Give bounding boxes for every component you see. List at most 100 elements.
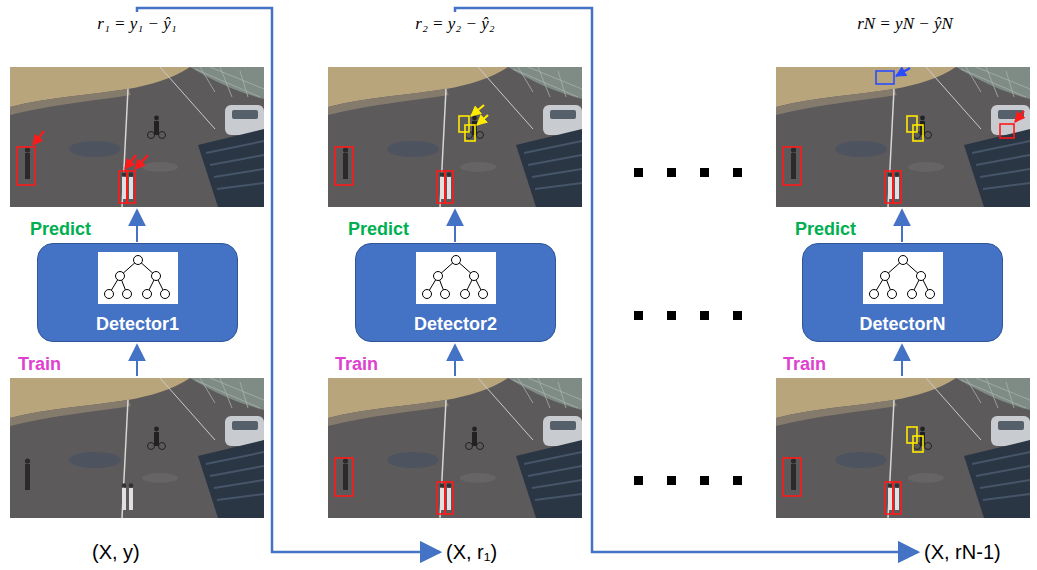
detector-box: DetectorN — [802, 243, 1003, 342]
training-image-part-part — [913, 436, 923, 452]
ellipsis-dots-part — [700, 168, 709, 177]
train-label: Train — [18, 354, 61, 376]
ellipsis-dots-part — [667, 311, 676, 320]
prediction-image-part-part — [335, 147, 353, 185]
residual-formula: r₁ = y₁ − ŷ₁ — [97, 14, 176, 34]
predict-arrow — [901, 210, 903, 242]
tree-node-circle — [142, 290, 151, 299]
tree-node-circle — [151, 272, 160, 281]
prediction-image — [328, 67, 582, 207]
tree-icon-ground — [863, 252, 943, 304]
prediction-image-part-part — [783, 147, 801, 185]
ellipsis-dots-part — [733, 168, 742, 177]
tree-node-circle — [433, 272, 442, 281]
training-pair-label: (X, r₁) — [446, 540, 497, 564]
ellipsis-dots-part — [700, 311, 709, 320]
tree-node-circle — [122, 290, 131, 299]
prediction-image — [10, 67, 264, 207]
training-image-part-part — [437, 482, 445, 514]
tree-node-circle — [880, 272, 889, 281]
prediction-image-part-part — [125, 155, 136, 169]
residual-formula: r₂ = y₂ − ŷ₂ — [415, 14, 494, 34]
training-pair-label: (X, y) — [92, 540, 140, 564]
training-image-part — [907, 427, 923, 452]
tree-node-circle — [916, 272, 925, 281]
detector-label: Detector1 — [38, 314, 237, 335]
tree-icon — [98, 252, 178, 304]
prediction-image-part — [776, 67, 1030, 207]
residual-formula: rN = yN − ŷN — [857, 14, 953, 34]
prediction-image-part-part — [445, 171, 453, 203]
ellipsis-dots — [634, 168, 742, 485]
detector-box: Detector2 — [355, 243, 556, 342]
tree-node-circle — [104, 290, 113, 299]
tree-node-circle — [440, 290, 449, 299]
training-image-part-part — [335, 458, 353, 496]
train-label: Train — [335, 354, 378, 376]
predict-arrow — [454, 210, 456, 242]
prediction-image-part — [10, 67, 264, 207]
prediction-image-part — [335, 147, 453, 203]
ellipsis-dots-part — [634, 476, 643, 485]
tree-node-circle — [907, 290, 916, 299]
tree-node-circle — [925, 290, 934, 299]
tree-node-circle — [887, 290, 896, 299]
prediction-image-part-part — [465, 125, 475, 141]
tree-node-circle — [451, 256, 460, 265]
train-arrow — [901, 345, 903, 376]
train-arrow — [454, 345, 456, 376]
tree-node-circle — [133, 256, 142, 265]
training-image-part-part — [885, 482, 893, 514]
prediction-image-part-part — [127, 171, 135, 203]
prediction-image-part — [876, 68, 910, 84]
tree-icon — [416, 252, 496, 304]
flow-arrows — [137, 210, 902, 376]
tree-icon-ground — [416, 252, 496, 304]
ellipsis-dots-part — [700, 476, 709, 485]
tree-node-circle — [115, 272, 124, 281]
tree-node-circle — [869, 290, 878, 299]
prediction-image-part-part — [437, 171, 445, 203]
predict-arrow — [136, 210, 138, 242]
prediction-image-part-part — [119, 171, 127, 203]
prediction-image-part-part — [896, 68, 910, 76]
training-image — [328, 378, 582, 518]
training-image-part-part — [783, 458, 801, 496]
prediction-image-part-part — [893, 171, 901, 203]
tree-node-circle — [160, 290, 169, 299]
tree-node-circle — [460, 290, 469, 299]
tree-icon — [863, 252, 943, 304]
predict-label: Predict — [30, 219, 91, 241]
training-pair-label: (X, rN-1) — [924, 540, 1001, 564]
prediction-image-part-part — [1015, 111, 1024, 122]
training-image-part — [776, 378, 1030, 518]
prediction-image-part-part — [907, 116, 917, 132]
ellipsis-dots-part — [634, 168, 643, 177]
prediction-image-part-part — [33, 131, 44, 145]
prediction-image-part-part — [459, 116, 469, 132]
prediction-image-part-part — [477, 115, 488, 125]
training-image-part — [335, 458, 453, 514]
ellipsis-dots-part — [733, 311, 742, 320]
training-image-part-part — [907, 427, 917, 443]
train-arrow — [136, 345, 138, 376]
prediction-image-part — [328, 67, 582, 207]
training-image — [776, 378, 1030, 518]
tree-node-circle — [422, 290, 431, 299]
predict-label: Predict — [795, 219, 856, 241]
training-image — [10, 378, 264, 518]
tree-node-circle — [469, 272, 478, 281]
prediction-image-part-part — [17, 147, 35, 185]
prediction-image-part-part — [1000, 124, 1014, 138]
training-image-part — [328, 378, 582, 518]
ellipsis-dots-part — [733, 476, 742, 485]
prediction-image-part — [907, 116, 923, 141]
predict-label: Predict — [348, 219, 409, 241]
detector-box: Detector1 — [37, 243, 238, 342]
training-image-part-part — [893, 482, 901, 514]
train-label: Train — [783, 354, 826, 376]
tree-node-circle — [898, 256, 907, 265]
prediction-image-part-part — [876, 71, 894, 84]
tree-node-circle — [478, 290, 487, 299]
